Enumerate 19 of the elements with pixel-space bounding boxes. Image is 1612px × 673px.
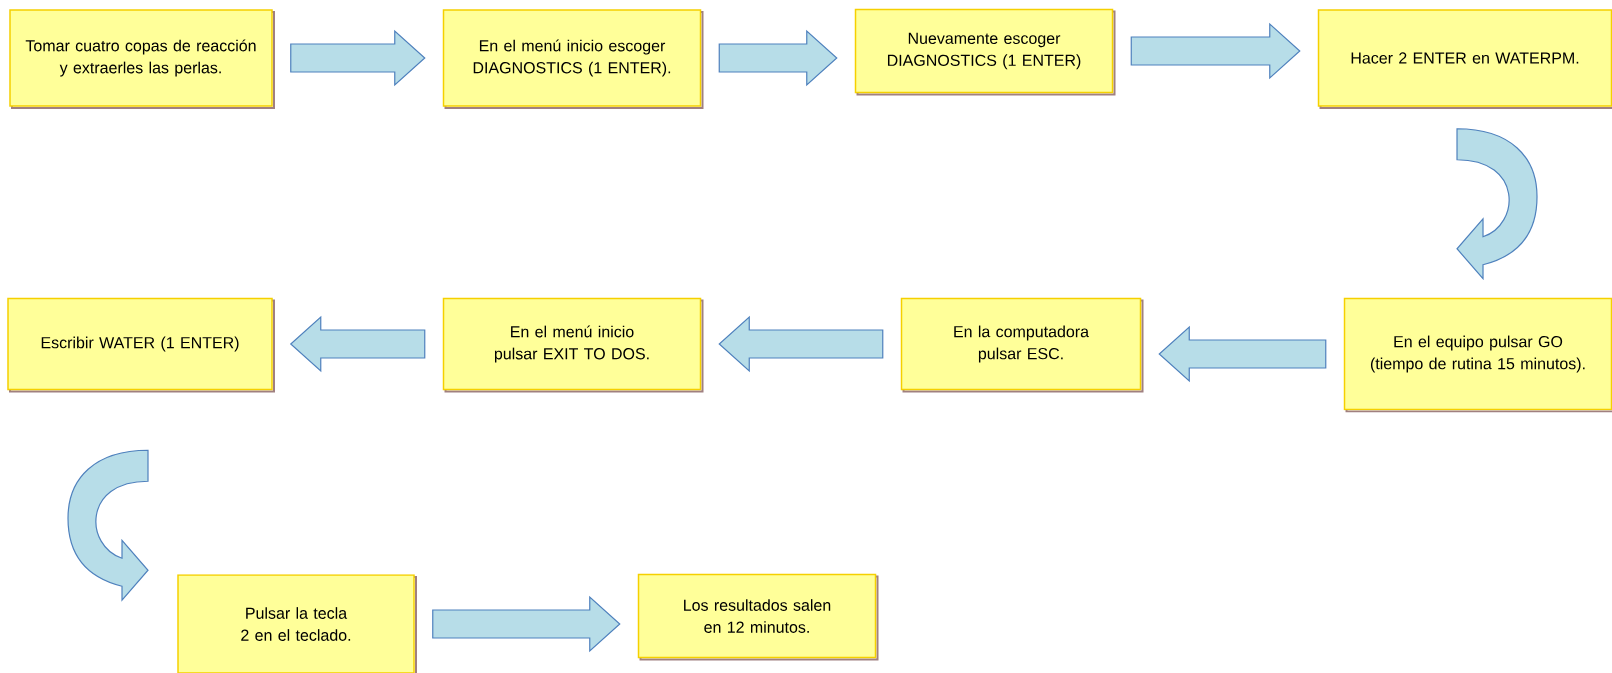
block-arrow <box>1130 22 1301 80</box>
process-box: En la computadora pulsar ESC. <box>900 297 1144 393</box>
block-arrow <box>289 315 426 373</box>
block-arrow <box>432 595 621 653</box>
process-box: Los resultados salen en 12 minutos. <box>637 573 879 661</box>
process-box: En el menú inicio escoger DIAGNOSTICS (1 ENTER). <box>442 9 704 109</box>
curved-arrow <box>1456 128 1538 280</box>
process-box: En el equipo pulsar GO (tiempo de rutina 15 minutos). <box>1343 297 1612 413</box>
block-arrow <box>290 29 426 87</box>
curved-arrow <box>67 449 149 601</box>
process-box: Hacer 2 ENTER en WATERPM. <box>1317 9 1612 109</box>
block-arrow <box>718 29 838 87</box>
block-arrow <box>1158 325 1327 383</box>
block-arrow <box>718 315 884 373</box>
process-box: Nuevamente escoger DIAGNOSTICS (1 ENTER) <box>854 8 1116 96</box>
process-box: Escribir WATER (1 ENTER) <box>7 297 275 393</box>
process-box: En el menú inicio pulsar EXIT TO DOS. <box>442 297 704 393</box>
process-box: Pulsar la tecla 2 en el teclado. <box>177 574 417 673</box>
process-box: Tomar cuatro copas de reacción y extraerles las perlas. <box>9 9 275 109</box>
